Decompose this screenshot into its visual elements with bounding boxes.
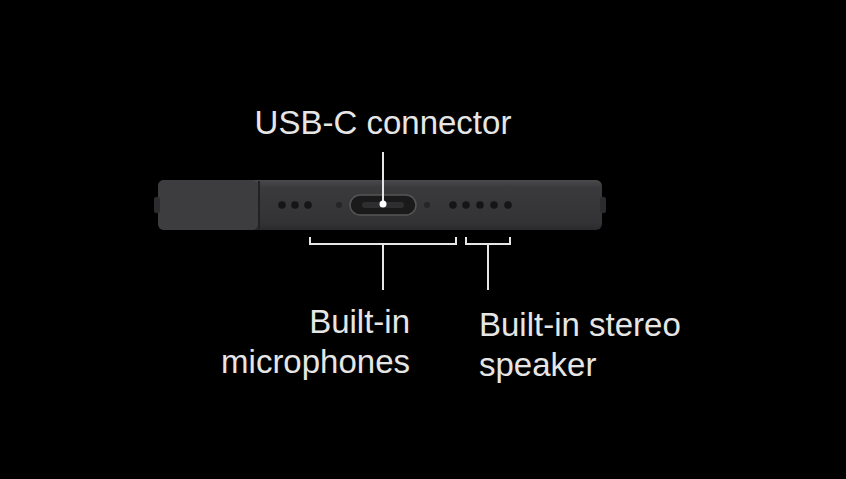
- side-button: [600, 197, 606, 213]
- antenna-line: [258, 181, 260, 229]
- phone-edge: [158, 180, 602, 230]
- bracket: [466, 237, 510, 290]
- speaker-grille: [449, 201, 512, 209]
- part-label: USB-C connector: [200, 103, 566, 143]
- mic-hole: [424, 202, 430, 208]
- side-button: [154, 197, 160, 213]
- part-label: Built-in stereo speaker: [479, 305, 707, 385]
- mic-grille: [278, 201, 312, 209]
- bracket: [310, 237, 456, 290]
- antenna-band: [158, 180, 258, 230]
- leader-dot: [380, 201, 387, 208]
- part-label: Built-in microphones: [170, 302, 410, 382]
- mic-hole: [336, 202, 342, 208]
- leader-line: [382, 152, 384, 203]
